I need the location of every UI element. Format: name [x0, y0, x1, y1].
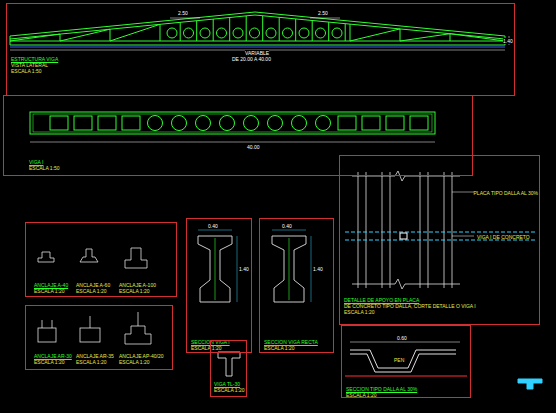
drawing-title: ANCLAJE A-40 [34, 282, 68, 288]
drawing-panel: VIGA IESCALA 1:50 [3, 95, 473, 176]
dimension-label: 1.40 [239, 266, 249, 272]
dimension-label: 2.50 [178, 10, 188, 16]
drawing-note: ESCALA 1:20 [191, 345, 222, 351]
drawing-note: ANCLAJE AP-40/20 [119, 353, 163, 359]
drawing-note: ESCALA 1:20 [76, 359, 107, 365]
drawing-note: ESCALA 1:20 [119, 288, 150, 294]
drawing-panel: SECCION VIGA RECTAESCALA 1:20 [259, 218, 334, 353]
drawing-note: PLACA TIPO DALLA AL 30% [474, 190, 538, 196]
dimension-label: DE 20.00 A 40.00 [232, 56, 271, 62]
drawing-note: ANCLAJE A-60 [76, 282, 110, 288]
drawing-note: ESCALA 1:20 [344, 309, 375, 315]
dimension-label: 0.40 [208, 223, 218, 229]
drawing-note: ANCLAJE A-100 [119, 282, 156, 288]
drawing-note: ESCALA 1:20 [34, 288, 65, 294]
drawing-note: ESCALA 1:20 [214, 387, 245, 393]
drawing-note: ESCALA 1:20 [34, 359, 65, 365]
drawing-panel: DETALLE DE APOYO EN PLACADE CONCRETO TIP… [339, 155, 540, 325]
drawing-title: SECCION VIGA RECTA [264, 339, 318, 345]
drawing-title: DETALLE DE APOYO EN PLACA [344, 297, 419, 303]
drawing-panel: ANCLAJE AR-30ESCALA 1:20ANCLAJE AR-35ESC… [25, 305, 173, 370]
drawing-note: VISTA LATERAL [11, 62, 48, 68]
drawing-title: VIGA TL-30 [214, 381, 240, 387]
drawing-note: VIGA I DE CONCRETO [477, 234, 530, 240]
dimension-label: 0.60 [397, 335, 407, 341]
drawing-title: VIGA I [29, 159, 43, 165]
drawing-title: SECCION TIPO DALLA AL 30% [346, 386, 417, 392]
dimension-label: 0.40 [282, 223, 292, 229]
dimension-label: 1.40 [313, 266, 323, 272]
drawing-note: ESCALA 1:50 [11, 68, 42, 74]
dimension-label: 40.00 [247, 144, 260, 150]
drawing-note: DE CONCRETO TIPO DALLA, CORTE DETALLE O … [344, 303, 476, 309]
dimension-label: 1.40 [503, 38, 513, 44]
drawing-title: ANCLAJE AR-30 [34, 353, 72, 359]
drawing-panel: SECCION VIGA IESCALA 1:20 [186, 218, 252, 353]
drawing-title: ESTRUCTURA VIGA [11, 56, 58, 62]
drawing-note: ESCALA 1:20 [76, 288, 107, 294]
drawing-note: ESCALA 1:50 [29, 165, 60, 171]
drawing-note: ESCALA 1:20 [346, 392, 377, 398]
dimension-label: 2.50 [318, 10, 328, 16]
drawing-note: ESCALA 1:20 [264, 345, 295, 351]
drawing-panel: ANCLAJE A-40ESCALA 1:20ANCLAJE A-60ESCAL… [25, 222, 177, 297]
drawing-panel: VIGA TL-30ESCALA 1:20 [210, 340, 247, 397]
drawing-note: ANCLAJE AR-35 [76, 353, 114, 359]
drawing-note: PEN [394, 357, 404, 363]
drawing-note: ESCALA 1:20 [119, 359, 150, 365]
